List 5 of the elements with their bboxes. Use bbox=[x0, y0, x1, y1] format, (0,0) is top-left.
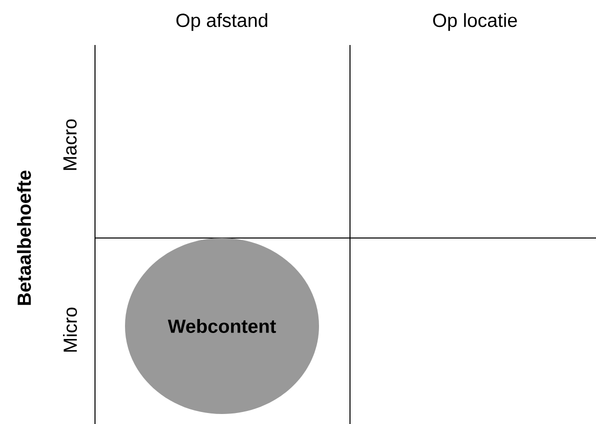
column-header: Op locatie bbox=[433, 13, 517, 31]
column-header: Op afstand bbox=[176, 13, 268, 31]
row-header: Macro bbox=[63, 119, 77, 170]
row-header: Micro bbox=[63, 308, 77, 352]
axis-title: Betaalbehoefte bbox=[17, 170, 31, 305]
